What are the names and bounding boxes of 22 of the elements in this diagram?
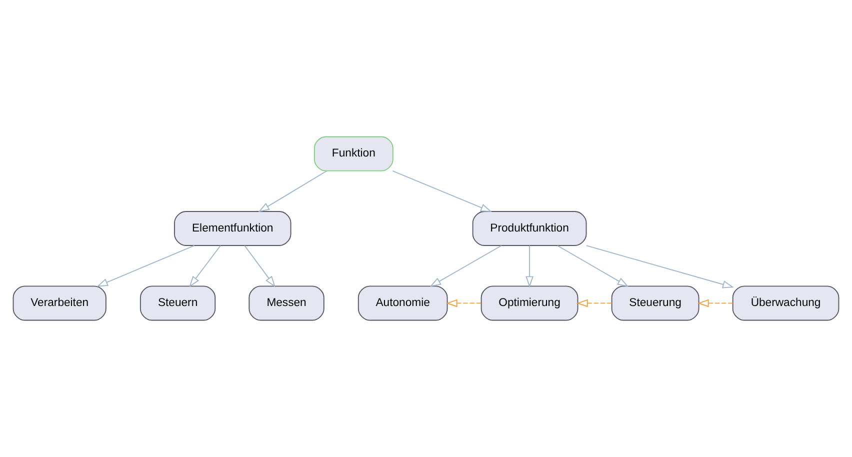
arrow	[576, 299, 612, 308]
arrow	[697, 299, 734, 308]
arrow	[430, 245, 502, 287]
node-box: Messen	[248, 286, 324, 321]
node-box: Elementfunktion	[174, 211, 292, 246]
arrow	[556, 245, 629, 287]
node-box: Steuern	[140, 286, 216, 321]
arrow	[526, 245, 534, 288]
arrow	[392, 170, 492, 212]
arrow	[586, 245, 734, 288]
node-box: Optimierung	[480, 286, 578, 321]
arrow	[446, 299, 482, 308]
arrow	[244, 245, 276, 288]
node-box: Funktion	[314, 136, 394, 172]
node-box: Steuerung	[611, 286, 700, 321]
node-box: Verarbeiten	[12, 286, 106, 321]
arrow	[189, 245, 221, 288]
node-box: Produktfunktion	[472, 211, 587, 246]
node-box: Überwachung	[732, 286, 840, 321]
arrow	[258, 170, 328, 212]
node-box: Autonomie	[358, 286, 448, 321]
arrow	[96, 245, 195, 287]
